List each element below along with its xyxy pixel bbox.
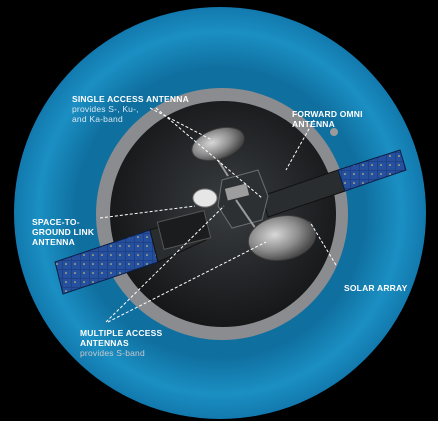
solar-array-title: SOLAR ARRAY <box>344 283 408 293</box>
space-to-ground-title: SPACE-TO- GROUND LINK ANTENNA <box>32 217 95 247</box>
multiple-access-antenna-dish <box>247 215 317 261</box>
space-to-ground-dish <box>192 188 218 208</box>
single-access-antenna-dish <box>191 126 245 162</box>
label-single-access-antenna: SINGLE ACCESS ANTENNA provides S-, Ku-, … <box>72 84 189 134</box>
label-multiple-access: MULTIPLE ACCESS ANTENNAS provides S-band <box>80 318 162 368</box>
forward-omni-antenna <box>330 128 338 136</box>
single-access-sub: provides S-, Ku-, and Ka-band <box>72 104 139 124</box>
multiple-access-title: MULTIPLE ACCESS ANTENNAS <box>80 328 163 348</box>
spacecraft-body <box>156 159 269 250</box>
label-solar-array: SOLAR ARRAY <box>344 273 407 293</box>
forward-omni-title: FORWARD OMNI ANTENNA <box>292 109 363 129</box>
label-space-to-ground: SPACE-TO- GROUND LINK ANTENNA <box>32 207 94 247</box>
single-access-title: SINGLE ACCESS ANTENNA <box>72 94 189 104</box>
solar-array-right <box>261 149 407 218</box>
label-forward-omni-antenna: FORWARD OMNI ANTENNA <box>292 99 363 129</box>
multiple-access-sub: provides S-band <box>80 348 145 358</box>
leader-lines <box>99 107 337 323</box>
